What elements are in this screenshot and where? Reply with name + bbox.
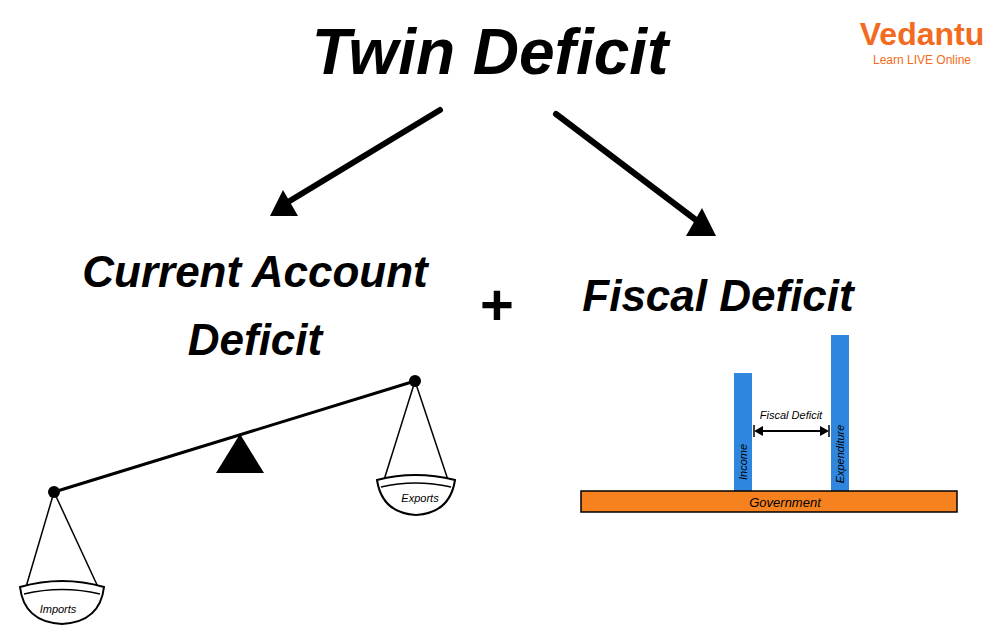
gap-arrow-head <box>754 426 763 436</box>
gap-tick <box>753 425 755 437</box>
pan-string <box>26 492 54 587</box>
scale-pan-rim <box>24 590 100 595</box>
pan-string <box>415 381 448 480</box>
scale-pan <box>20 581 104 624</box>
gap-arrow-head <box>820 426 829 436</box>
gap-label: Fiscal Deficit <box>760 409 822 421</box>
income-bar <box>734 373 752 491</box>
arrow-line <box>288 110 440 202</box>
deficit-heading: Fiscal Deficit <box>558 269 878 323</box>
arrow-head <box>270 190 298 216</box>
arrow-head <box>686 208 716 236</box>
pan-string <box>54 492 98 587</box>
deficit-heading: Current Account Deficit <box>60 238 450 374</box>
watermark-tagline: Learn LIVE Online <box>873 53 971 67</box>
diagram-title: Twin Deficit <box>312 15 669 89</box>
pan-label: Exports <box>401 492 438 504</box>
government-bar <box>581 491 957 512</box>
gap-arrow <box>760 430 823 432</box>
scale-pivot <box>216 434 264 473</box>
scale-beam <box>54 381 415 492</box>
bar-label: Income <box>737 444 749 480</box>
node-text: Fiscal Deficit <box>558 269 878 323</box>
bar-label: Government <box>749 495 821 510</box>
scale-pan <box>377 475 455 515</box>
expenditure-bar <box>831 335 849 491</box>
watermark-logo: Vedantu <box>860 16 984 53</box>
node-text: Current Account Deficit <box>60 238 450 374</box>
gap-tick <box>828 425 830 437</box>
scale-pan-rim <box>381 483 451 487</box>
pan-string <box>384 381 415 480</box>
arrow-line <box>556 114 696 220</box>
pan-label: Imports <box>40 603 77 615</box>
bar-label: Expenditure <box>834 425 846 484</box>
plus-sign: + <box>480 271 514 338</box>
